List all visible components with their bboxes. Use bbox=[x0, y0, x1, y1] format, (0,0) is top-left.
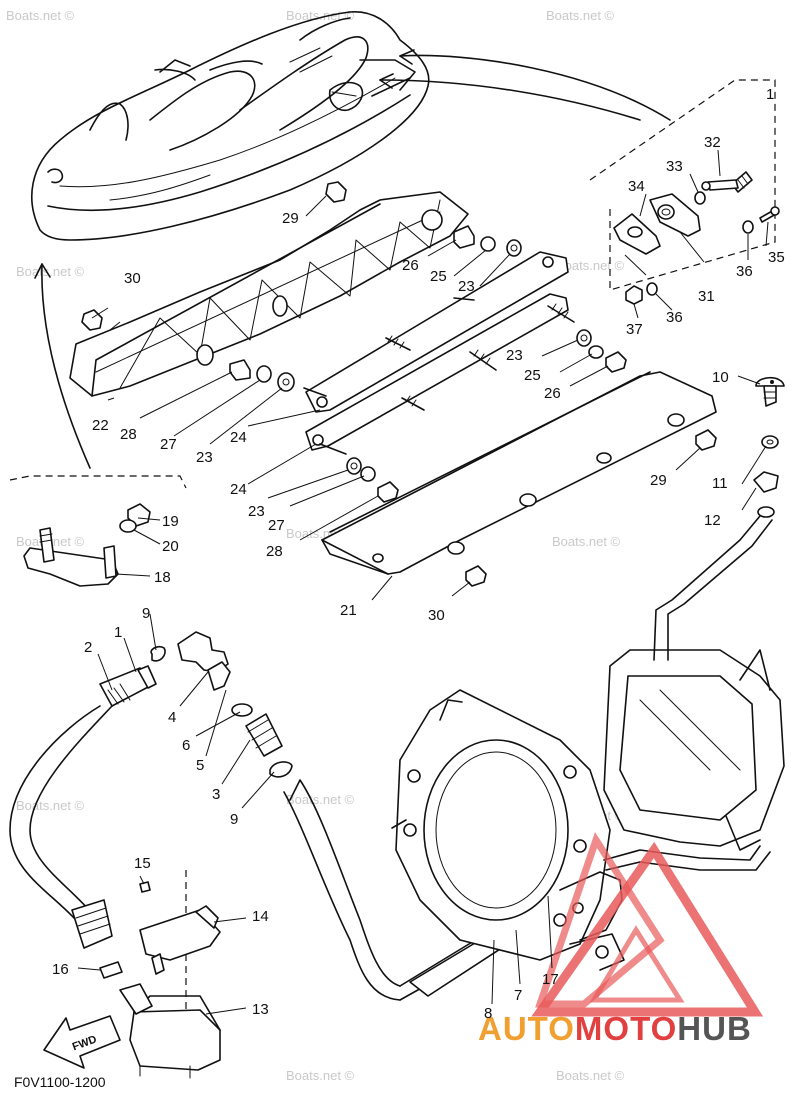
bracket-parts-18-20 bbox=[9, 475, 187, 587]
callout-23: 23 bbox=[248, 503, 265, 520]
callout-32: 32 bbox=[704, 134, 721, 151]
callout-8: 8 bbox=[484, 1005, 492, 1022]
callout-12: 12 bbox=[704, 512, 721, 529]
callout-25: 25 bbox=[430, 268, 447, 285]
callout-29: 29 bbox=[282, 210, 299, 227]
brand-name: AUTOMOTOHUB bbox=[478, 1010, 752, 1047]
callout-24: 24 bbox=[230, 481, 247, 498]
callout-21: 21 bbox=[340, 602, 357, 619]
callout-23: 23 bbox=[458, 278, 475, 295]
callout-30: 30 bbox=[428, 607, 445, 624]
right-grate-part-21 bbox=[321, 371, 717, 575]
watermark: Boats.net © bbox=[16, 264, 85, 279]
reference-arrows bbox=[34, 49, 671, 469]
callout-7: 7 bbox=[514, 987, 522, 1004]
callout-22: 22 bbox=[92, 417, 109, 434]
callout-6: 6 bbox=[182, 737, 190, 754]
box-parts-13-16 bbox=[99, 870, 221, 1079]
callout-33: 33 bbox=[666, 158, 683, 175]
watermark: Boats.net © bbox=[286, 1068, 355, 1083]
callout-labels: 29 30 26 25 23 22 28 27 23 24 24 23 27 2… bbox=[52, 134, 785, 1022]
callout-3: 3 bbox=[212, 786, 220, 803]
watermark: Boats.net © bbox=[286, 8, 355, 23]
callout-9: 9 bbox=[230, 811, 238, 828]
leader-lines bbox=[77, 149, 769, 1015]
left-grate-part-22 bbox=[69, 191, 469, 397]
watermark: Boats.net © bbox=[546, 8, 615, 23]
callout-36: 36 bbox=[666, 309, 683, 326]
watermark: Boats.net © bbox=[556, 258, 625, 273]
callout-31: 31 bbox=[698, 288, 715, 305]
fwd-arrow: FWD bbox=[43, 1015, 121, 1069]
callout-17: 17 bbox=[542, 971, 559, 988]
callout-16: 16 bbox=[52, 961, 69, 978]
pump-housing bbox=[603, 506, 785, 851]
intake-plate bbox=[391, 689, 771, 971]
callout-30: 30 bbox=[124, 270, 141, 287]
callout-29: 29 bbox=[650, 472, 667, 489]
callout-26: 26 bbox=[402, 257, 419, 274]
fasteners bbox=[81, 181, 717, 587]
callout-28: 28 bbox=[120, 426, 137, 443]
watermark: Boats.net © bbox=[16, 798, 85, 813]
watermark: Boats.net © bbox=[552, 534, 621, 549]
inset-box: 1 bbox=[589, 79, 776, 291]
fitting-parts-3-6 bbox=[150, 631, 293, 778]
callout-19: 19 bbox=[162, 513, 179, 530]
callout-9: 9 bbox=[142, 605, 150, 622]
brand-logo: AUTOMOTOHUB bbox=[478, 831, 764, 1047]
callout-35: 35 bbox=[768, 249, 785, 266]
diagram-code: F0V1100-1200 bbox=[14, 1074, 106, 1090]
callout-24: 24 bbox=[230, 429, 247, 446]
callout-28: 28 bbox=[266, 543, 283, 560]
callout-11: 11 bbox=[712, 475, 728, 492]
callout-10: 10 bbox=[712, 369, 729, 386]
callout-37: 37 bbox=[626, 321, 643, 338]
drain-plug-parts bbox=[753, 376, 785, 493]
callout-1-inset: 1 bbox=[766, 86, 774, 103]
callout-15: 15 bbox=[134, 855, 151, 872]
inset-parts bbox=[613, 171, 780, 305]
watermark: Boats.net © bbox=[6, 8, 75, 23]
callout-27: 27 bbox=[160, 436, 177, 453]
callout-25: 25 bbox=[524, 367, 541, 384]
callout-1: 1 bbox=[114, 624, 122, 641]
callout-26: 26 bbox=[544, 385, 561, 402]
callout-14: 14 bbox=[252, 908, 269, 925]
studs bbox=[303, 297, 575, 455]
watermark: Boats.net © bbox=[556, 1068, 625, 1083]
callout-20: 20 bbox=[162, 538, 179, 555]
callout-18: 18 bbox=[154, 569, 171, 586]
callout-27: 27 bbox=[268, 517, 285, 534]
callout-13: 13 bbox=[252, 1001, 269, 1018]
callout-5: 5 bbox=[196, 757, 204, 774]
rails-part-24 bbox=[305, 251, 569, 451]
callout-34: 34 bbox=[628, 178, 645, 195]
callout-36: 36 bbox=[736, 263, 753, 280]
callout-2: 2 bbox=[84, 639, 92, 656]
callout-23: 23 bbox=[196, 449, 213, 466]
callout-4: 4 bbox=[168, 709, 176, 726]
watermark: Boats.net © bbox=[286, 792, 355, 807]
callout-23: 23 bbox=[506, 347, 523, 364]
